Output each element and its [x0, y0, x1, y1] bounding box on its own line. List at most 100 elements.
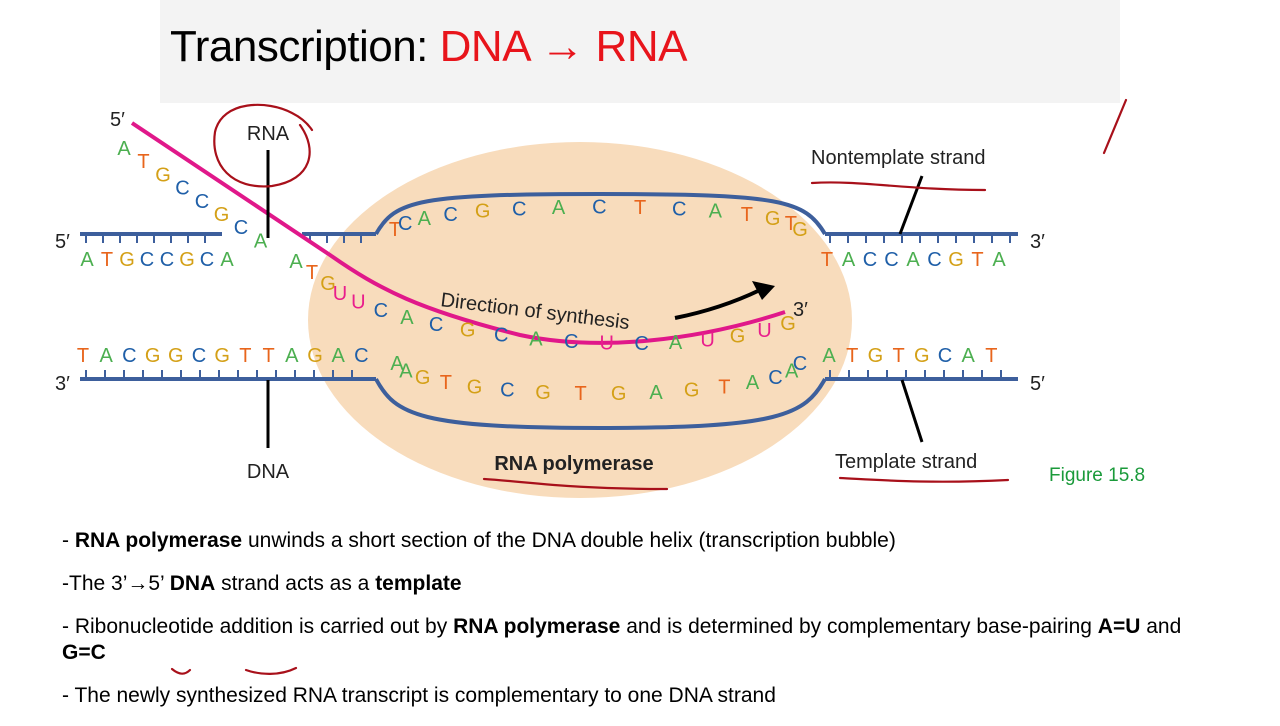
pointer-lines [266, 150, 924, 448]
base-C: C [927, 249, 941, 271]
base-C: C [768, 367, 782, 389]
polymerase-label: RNA polymerase [494, 453, 653, 475]
base-A: A [418, 208, 432, 230]
base-C: C [429, 314, 443, 336]
base-U: U [351, 292, 365, 314]
bullet-text-segment: strand acts as a [215, 572, 376, 595]
bullet-text-segment: RNA polymerase [453, 615, 621, 638]
title-bar [160, 0, 1120, 103]
base-A: A [400, 307, 414, 329]
base-G: G [155, 164, 171, 186]
bullet-text-segment: - The newly synthesized RNA transcript i… [62, 684, 776, 707]
base-T: T [846, 345, 858, 367]
base-G: G [119, 249, 135, 271]
bullet-text-segment: and is determined by complementary base-… [620, 615, 1098, 638]
base-C: C [140, 249, 154, 271]
base-U: U [333, 283, 347, 305]
base-A: A [709, 201, 723, 223]
base-C: C [672, 198, 686, 220]
title-highlight: DNA → RNA [439, 22, 688, 71]
base-A: A [842, 249, 856, 271]
base-G: G [475, 201, 491, 223]
base-T: T [306, 262, 318, 284]
rna-5prime-label: 5′ [110, 109, 125, 131]
base-T: T [137, 151, 149, 173]
base-C: C [863, 249, 877, 271]
bullet-text-segment: template [375, 572, 462, 595]
base-C: C [354, 345, 368, 367]
bottom-backbone-arc [374, 378, 827, 431]
base-A: A [220, 249, 234, 271]
base-A: A [785, 361, 799, 383]
base-A: A [529, 328, 543, 350]
rna-3prime-label: 3′ [793, 299, 808, 321]
base-G: G [792, 219, 808, 241]
base-A: A [100, 345, 114, 367]
base-C: C [374, 300, 388, 322]
base-C: C [443, 204, 457, 226]
base-C: C [234, 217, 248, 239]
bullet-item: -The 3’→5’ DNA strand acts as a template [62, 571, 1222, 597]
bottom-right-5prime-label: 5′ [1030, 373, 1045, 395]
base-C: C [592, 197, 606, 219]
base-T: T [239, 345, 251, 367]
base-C: C [494, 325, 508, 347]
top-right-3prime-label: 3′ [1030, 231, 1045, 253]
base-A: A [289, 251, 303, 273]
bullet-text-segment: G=C [62, 641, 106, 664]
bullet-text-segment: - [62, 529, 75, 552]
base-C: C [200, 249, 214, 271]
base-G: G [179, 249, 195, 271]
base-A: A [254, 230, 268, 252]
rna-strand [130, 121, 786, 345]
bullet-list: - RNA polymerase unwinds a short section… [62, 528, 1222, 726]
dna-label: DNA [247, 461, 290, 483]
base-T: T [971, 249, 983, 271]
margin-slash-ink [1102, 98, 1128, 155]
base-A: A [80, 249, 94, 271]
base-A: A [285, 345, 299, 367]
base-G: G [307, 345, 323, 367]
base-T: T [389, 219, 401, 241]
base-A: A [822, 345, 836, 367]
base-T: T [440, 372, 452, 394]
rna-circle-ink [213, 103, 314, 188]
base-U: U [757, 320, 771, 342]
dna-backbones [80, 191, 1018, 431]
base-A: A [399, 361, 413, 383]
bullet-text-segment: unwinds a short section of the DNA doubl… [242, 529, 896, 552]
base-T: T [77, 345, 89, 367]
polymerase-underline-ink [482, 477, 669, 491]
template-underline-ink [838, 476, 1010, 483]
slide-title: Transcription: DNA → RNA [170, 22, 687, 72]
nontemplate-underline-ink [810, 181, 987, 192]
base-A: A [906, 249, 920, 271]
base-A: A [962, 345, 976, 367]
base-G: G [684, 380, 700, 402]
base-A: A [332, 345, 346, 367]
base-A: A [746, 372, 760, 394]
base-A: A [390, 353, 404, 375]
base-C: C [512, 198, 526, 220]
base-G: G [168, 345, 184, 367]
base-G: G [914, 345, 930, 367]
base-C: C [564, 331, 578, 353]
bottom-left-3prime-label: 3′ [55, 373, 70, 395]
base-G: G [320, 273, 336, 295]
base-T: T [262, 345, 274, 367]
base-A: A [117, 138, 131, 160]
base-G: G [780, 313, 796, 335]
template-pointer-line [900, 379, 924, 443]
base-G: G [948, 249, 964, 271]
base-T: T [634, 197, 646, 219]
base-C: C [195, 191, 209, 213]
direction-arrowhead [752, 281, 775, 300]
base-C: C [175, 178, 189, 200]
bullet-text-segment: A=U [1097, 615, 1141, 638]
base-A: A [552, 197, 566, 219]
title-prefix: Transcription: [170, 22, 440, 71]
base-C: C [122, 345, 136, 367]
base-G: G [611, 383, 627, 405]
base-T: T [785, 213, 797, 235]
